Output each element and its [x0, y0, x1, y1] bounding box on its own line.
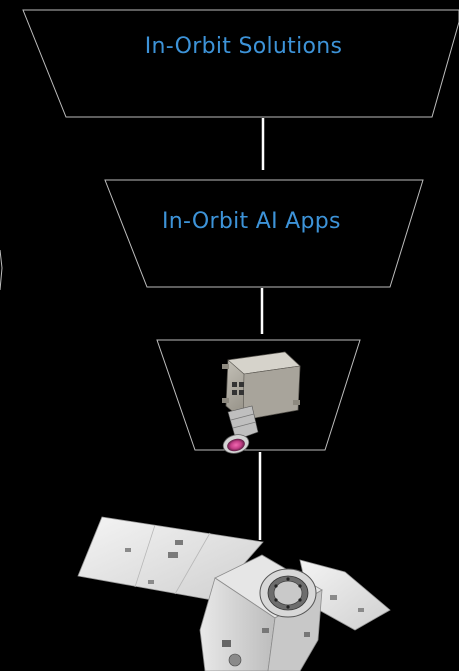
left-edge-fragment: [0, 249, 3, 291]
tier-solutions-box: [22, 9, 459, 118]
tier-ai-apps-label: In-Orbit AI Apps: [162, 209, 341, 234]
tier-solutions-label: In-Orbit Solutions: [144, 34, 343, 59]
tier-ai-apps-box: [104, 179, 424, 288]
camera-payload-illustration: [222, 351, 301, 454]
satellite-illustration: [77, 516, 391, 671]
